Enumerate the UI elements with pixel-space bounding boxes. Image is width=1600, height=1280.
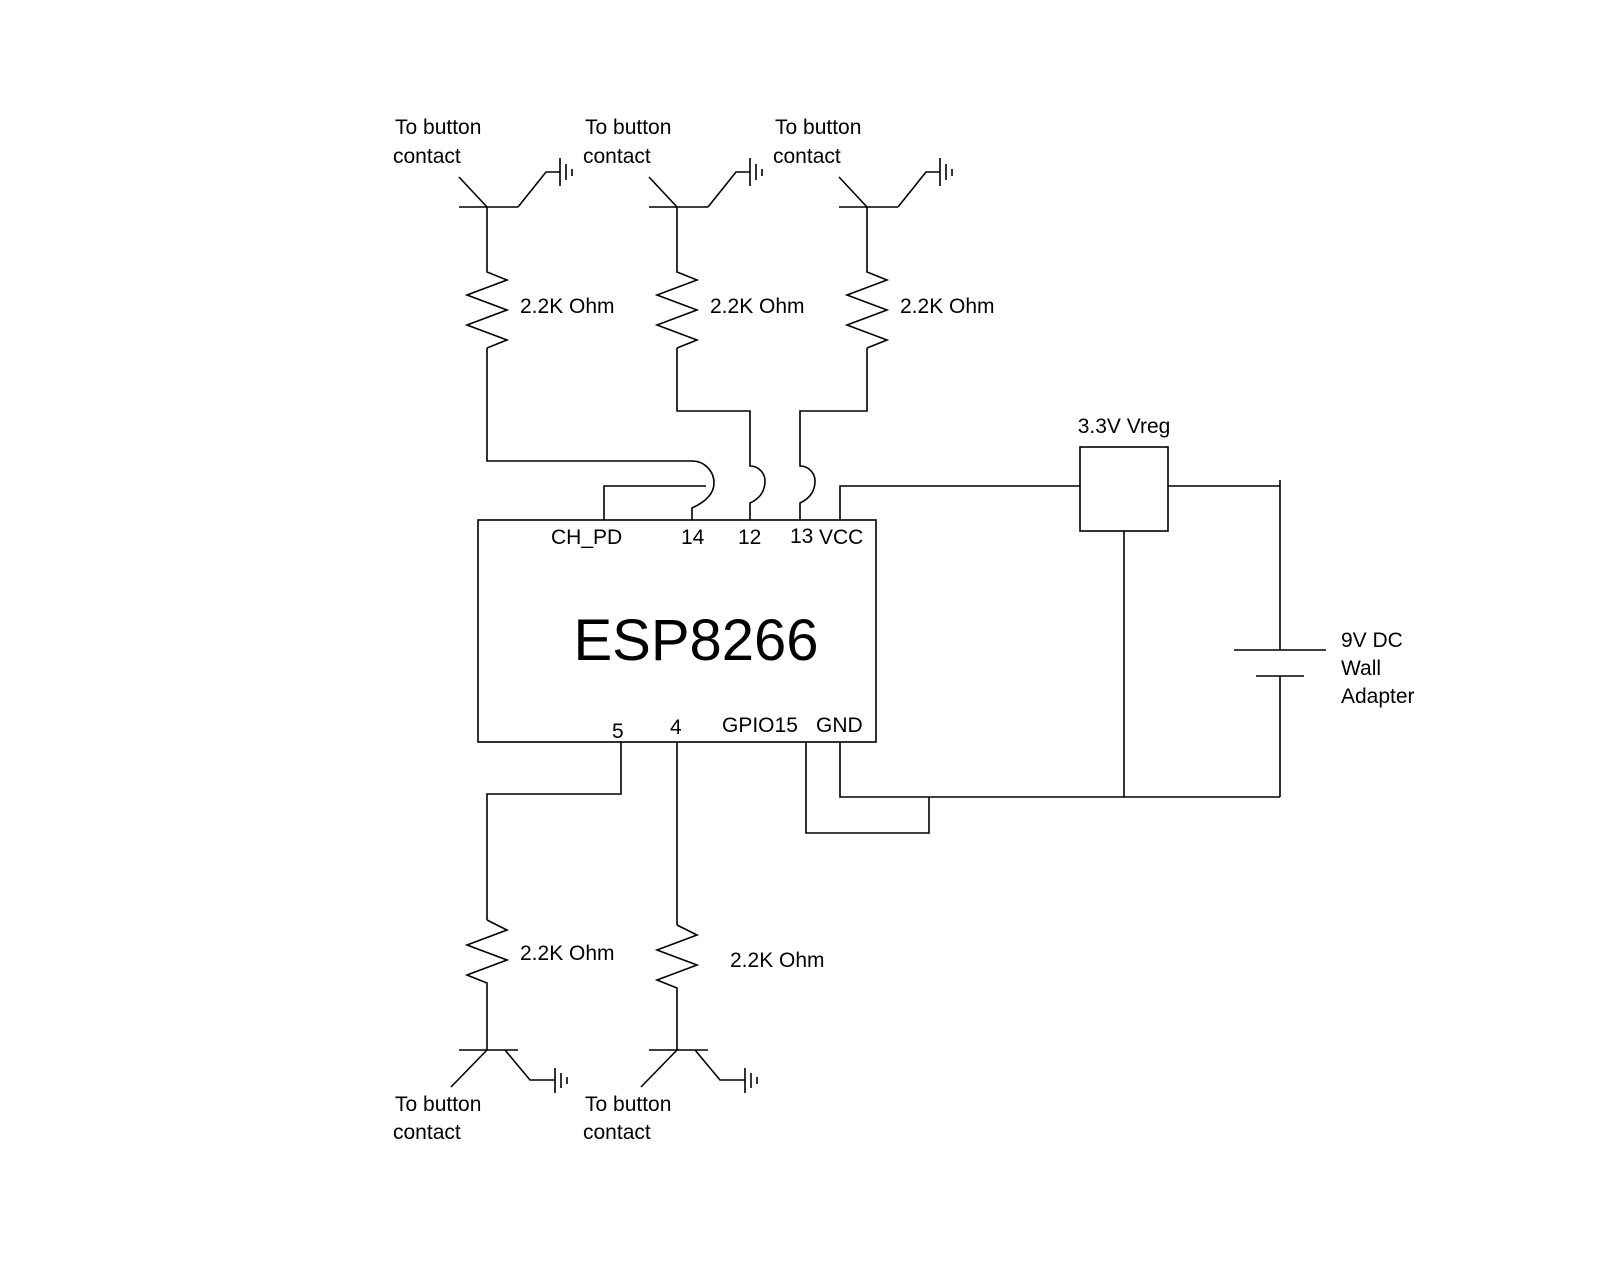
bottom-button-2-switch bbox=[640, 1049, 745, 1088]
chip-name: ESP8266 bbox=[573, 608, 818, 673]
vcc-rail-wire bbox=[839, 485, 1080, 520]
pin-label-5: 5 bbox=[612, 720, 624, 743]
top-button-3-wire-to-pin13 bbox=[799, 348, 868, 520]
bottom-button-circuit-1: 2.2K Ohm To button contact bbox=[393, 742, 622, 1144]
bottom-button-1-switch bbox=[450, 1049, 555, 1088]
top-button-2-ground-icon bbox=[749, 158, 763, 186]
ch-pd-wire bbox=[603, 485, 706, 520]
regulator-label: 3.3V Vreg bbox=[1078, 415, 1171, 438]
bottom-button-2-label-line2: contact bbox=[583, 1121, 651, 1144]
bottom-button-1-resistor-label: 2.2K Ohm bbox=[520, 942, 615, 965]
pin-label-ch-pd: CH_PD bbox=[551, 526, 622, 549]
pin-label-gnd: GND bbox=[816, 714, 863, 737]
pin-label-12: 12 bbox=[738, 526, 761, 549]
bottom-button-2-resistor bbox=[654, 924, 700, 1050]
top-button-1-ground-icon bbox=[559, 158, 573, 186]
top-button-3-resistor-label: 2.2K Ohm bbox=[900, 295, 995, 318]
bottom-button-1-ground-icon bbox=[554, 1068, 568, 1093]
supply-label-line3: Adapter bbox=[1341, 685, 1415, 708]
top-button-3-resistor bbox=[844, 207, 890, 349]
top-button-1-resistor bbox=[464, 207, 510, 349]
power-section: 3.3V Vreg 9V DC Wall Adapter bbox=[603, 415, 1415, 834]
top-button-2-switch bbox=[648, 171, 750, 208]
top-button-2-label-line1: To button bbox=[585, 116, 671, 139]
top-button-circuit-1: To button contact 2.2K Ohm bbox=[393, 116, 715, 520]
ground-bus-wire bbox=[839, 742, 1280, 798]
bottom-button-1-label-line1: To button bbox=[395, 1093, 481, 1116]
bottom-button-1-wire-from-pin5 bbox=[486, 742, 622, 920]
top-button-2-label-line2: contact bbox=[583, 145, 651, 168]
bottom-button-2-ground-icon bbox=[744, 1068, 758, 1093]
bottom-button-circuit-2: 2.2K Ohm To button contact bbox=[583, 742, 825, 1144]
top-button-1-switch bbox=[458, 171, 560, 208]
top-button-3-ground-icon bbox=[939, 158, 953, 186]
bottom-button-2-resistor-label: 2.2K Ohm bbox=[730, 949, 825, 972]
supply-label-line2: Wall bbox=[1341, 657, 1381, 680]
pin-label-13: 13 bbox=[790, 525, 813, 548]
top-button-2-resistor-label: 2.2K Ohm bbox=[710, 295, 805, 318]
pin-label-gpio15: GPIO15 bbox=[722, 714, 798, 737]
bottom-button-1-label-line2: contact bbox=[393, 1121, 461, 1144]
top-button-1-label-line2: contact bbox=[393, 145, 461, 168]
voltage-regulator bbox=[1079, 446, 1169, 532]
bottom-button-2-label-line1: To button bbox=[585, 1093, 671, 1116]
bottom-button-1-resistor bbox=[464, 919, 510, 1050]
supply-label-line1: 9V DC bbox=[1341, 629, 1403, 652]
top-button-2-resistor bbox=[654, 207, 700, 349]
top-button-1-resistor-label: 2.2K Ohm bbox=[520, 295, 615, 318]
pin-label-14: 14 bbox=[681, 526, 705, 549]
pin-label-4: 4 bbox=[670, 716, 682, 739]
top-button-1-wire-to-pin14 bbox=[486, 348, 715, 520]
esp8266-module: ESP8266 CH_PD 14 12 13 VCC 5 4 GPIO15 GN… bbox=[477, 519, 877, 743]
top-button-2-wire-to-pin12 bbox=[676, 348, 766, 520]
top-button-circuit-2: To button contact 2.2K Ohm bbox=[583, 116, 805, 520]
top-button-3-label-line2: contact bbox=[773, 145, 841, 168]
top-button-circuit-3: To button contact 2.2K Ohm bbox=[773, 116, 995, 520]
top-button-1-label-line1: To button bbox=[395, 116, 481, 139]
pin-label-vcc: VCC bbox=[819, 526, 863, 549]
top-button-3-switch bbox=[838, 171, 940, 208]
top-button-3-label-line1: To button bbox=[775, 116, 861, 139]
gpio15-ground-wire bbox=[805, 742, 930, 834]
